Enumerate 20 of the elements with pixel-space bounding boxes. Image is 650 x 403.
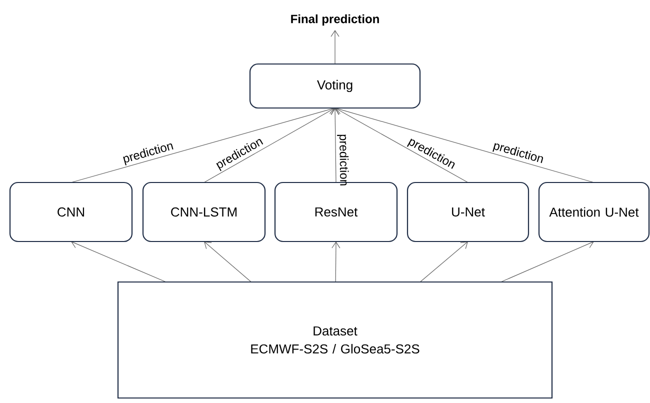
edge-label: prediction — [492, 143, 544, 164]
arrow — [204, 107, 335, 183]
model-box: Attention U-Net — [538, 182, 650, 242]
arrow — [420, 242, 468, 282]
arrow — [335, 106, 594, 183]
arrow — [332, 242, 340, 282]
model-box: CNN — [9, 182, 133, 242]
arrow — [335, 107, 468, 183]
arrow — [71, 240, 166, 282]
arrow — [330, 108, 340, 183]
arrow — [70, 106, 335, 183]
dataset-box: Dataset ECMWF-S2S / GloSea5-S2S — [117, 281, 553, 399]
model-box: U-Net — [406, 182, 530, 242]
arrow — [330, 30, 340, 64]
voting-box: Voting — [249, 63, 421, 109]
edge-label: prediction — [337, 134, 349, 186]
model-box: CNN-LSTM — [142, 182, 266, 242]
output-label: Final prediction — [291, 14, 379, 26]
arrow — [204, 242, 252, 282]
arrow — [500, 240, 594, 282]
